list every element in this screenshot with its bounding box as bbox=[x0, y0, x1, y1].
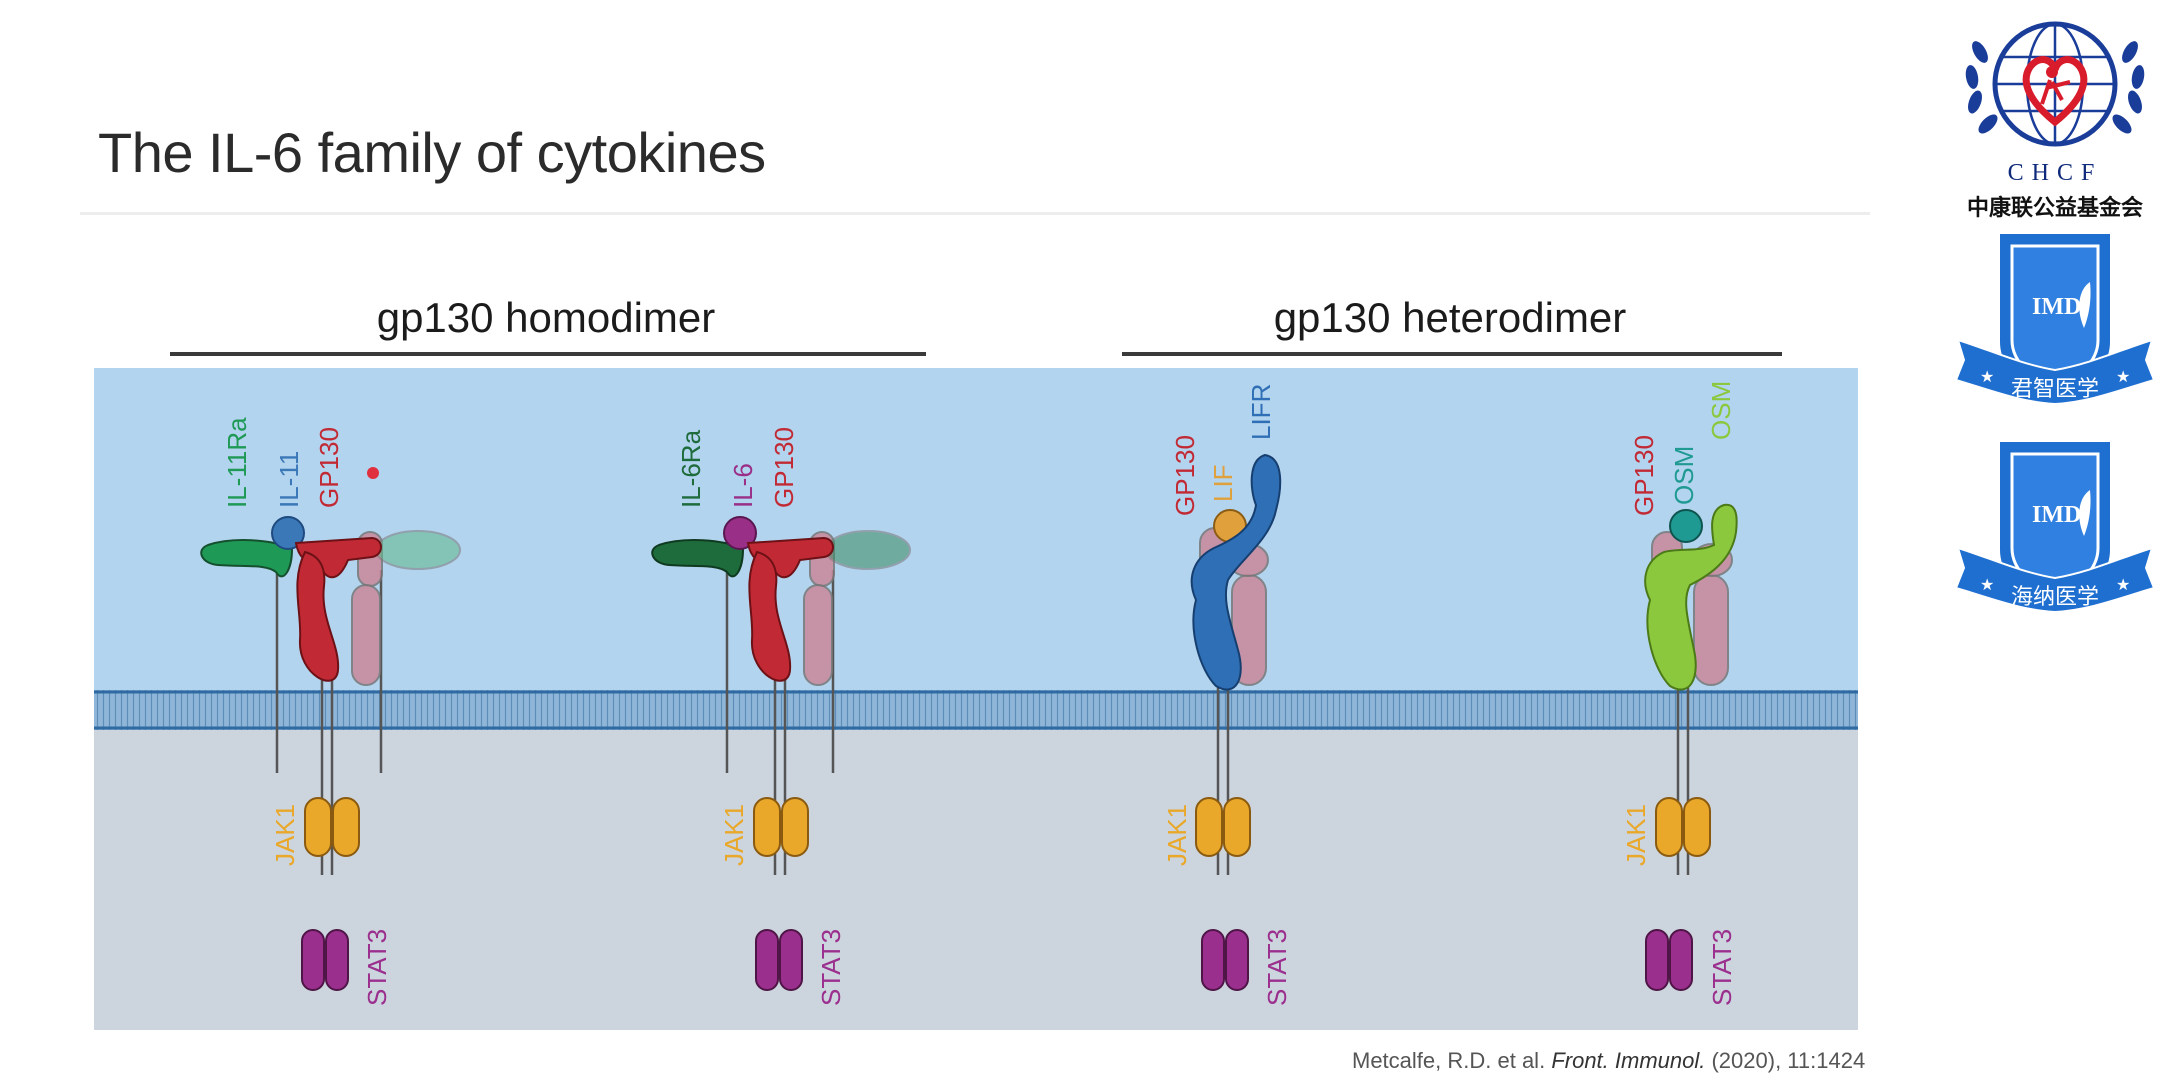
label-stat3: STAT3 bbox=[816, 929, 846, 1006]
chcf-name: 中康联公益基金会 bbox=[1966, 195, 2143, 220]
complex-lif bbox=[1190, 453, 1282, 875]
label-jak1: JAK1 bbox=[1621, 804, 1651, 866]
intracellular-space bbox=[94, 728, 1858, 1030]
homodimer-label: gp130 homodimer bbox=[376, 294, 716, 341]
title-divider bbox=[80, 212, 1870, 215]
label-lifr: LIFR bbox=[1246, 384, 1276, 440]
label-gp130: GP130 bbox=[314, 427, 344, 508]
label-osm-receptor: OSM bbox=[1706, 381, 1736, 440]
citation-details: (2020), 11:1424 bbox=[1711, 1048, 1866, 1073]
label-stat3: STAT3 bbox=[1262, 929, 1292, 1006]
slide-title: The IL-6 family of cytokines bbox=[98, 121, 766, 184]
label-stat3: STAT3 bbox=[362, 929, 392, 1006]
svg-text:★: ★ bbox=[1980, 577, 1994, 594]
citation-journal: Front. Immunol. bbox=[1551, 1048, 1706, 1073]
label-stat3: STAT3 bbox=[1707, 929, 1737, 1006]
badge1-abbr: IMD bbox=[2032, 294, 2081, 320]
haina-badge-logo: IMD 海纳医学 ★ ★ bbox=[1954, 442, 2156, 614]
complex-osm bbox=[1644, 503, 1738, 875]
svg-text:★: ★ bbox=[1980, 369, 1994, 386]
label-gp130: GP130 bbox=[1629, 435, 1659, 516]
chcf-globe-logo bbox=[1965, 21, 2145, 147]
label-il6ra: IL-6Ra bbox=[676, 429, 706, 508]
citation: Metcalfe, R.D. et al. Front. Immunol. (2… bbox=[1352, 1048, 1865, 1074]
stat3-proteins bbox=[301, 929, 1693, 991]
label-il11: IL-11 bbox=[274, 451, 304, 508]
label-jak1: JAK1 bbox=[270, 804, 300, 866]
label-osm: OSM bbox=[1669, 446, 1699, 505]
label-il11ra: IL-11Ra bbox=[222, 417, 252, 508]
badge2-abbr: IMD bbox=[2032, 502, 2081, 528]
badge1-ribbon: 君智医学 bbox=[2011, 377, 2099, 402]
badge2-ribbon: 海纳医学 bbox=[2011, 585, 2099, 610]
il6-family-diagram: IL-11Ra IL-11 GP130 IL-6Ra IL-6 GP130 GP… bbox=[94, 368, 1858, 1030]
jak1-proteins bbox=[304, 797, 1711, 857]
label-lif: LIF bbox=[1208, 464, 1238, 502]
label-il6: IL-6 bbox=[728, 463, 758, 508]
extracellular-space bbox=[94, 368, 1858, 692]
citation-authors: Metcalfe, R.D. et al. bbox=[1352, 1048, 1546, 1073]
cell-membrane bbox=[94, 690, 1858, 730]
label-jak1: JAK1 bbox=[719, 804, 749, 866]
heterodimer-label: gp130 heterodimer bbox=[1273, 294, 1627, 341]
svg-text:★: ★ bbox=[2116, 369, 2130, 386]
chcf-abbreviation: CHCF bbox=[2007, 160, 2103, 186]
label-gp130: GP130 bbox=[1170, 435, 1200, 516]
complex-il6 bbox=[651, 516, 911, 875]
label-jak1: JAK1 bbox=[1162, 804, 1192, 866]
complex-il11 bbox=[200, 467, 461, 875]
label-gp130: GP130 bbox=[769, 427, 799, 508]
junzhi-badge-logo: IMD 君智医学 ★ ★ bbox=[1954, 234, 2156, 406]
logo-column: CHCF 中康联公益基金会 IMD 君智医学 ★ ★ IMD 海纳医学 ★ ★ bbox=[1950, 0, 2160, 1080]
svg-text:★: ★ bbox=[2116, 577, 2130, 594]
heterodimer-bracket bbox=[1122, 352, 1782, 356]
homodimer-bracket bbox=[170, 352, 926, 356]
